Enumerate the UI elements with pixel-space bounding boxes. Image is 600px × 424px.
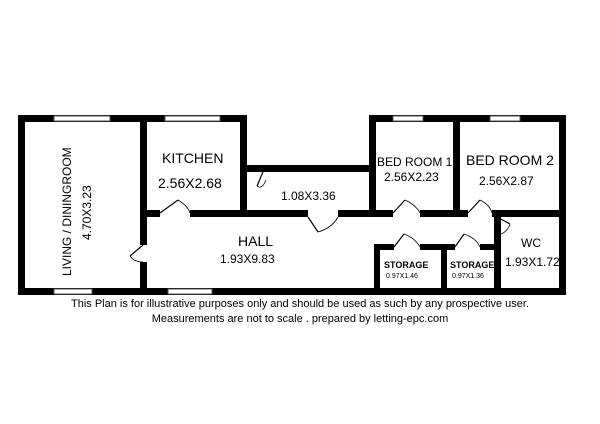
window-living-top bbox=[53, 115, 111, 122]
door-bed2-leaf bbox=[467, 199, 481, 214]
storage1-top-wall-b bbox=[420, 244, 447, 250]
outer-wall-top-right bbox=[369, 115, 566, 122]
corridor-top-wall bbox=[247, 165, 376, 172]
wc-name: WC bbox=[521, 236, 541, 250]
door-living-leaf bbox=[129, 244, 144, 257]
door-corridor-bottom-swing bbox=[317, 216, 339, 233]
window-living-bottom bbox=[53, 288, 93, 295]
door-kitchen-swing bbox=[177, 199, 191, 214]
corridor-size: 1.08X3.36 bbox=[281, 189, 336, 203]
door-wc-swing bbox=[496, 223, 511, 237]
door-kitchen-leaf bbox=[159, 199, 179, 214]
storage2-size: 0.97X1.36 bbox=[452, 273, 484, 280]
windows bbox=[53, 115, 521, 295]
storage1-size: 0.97X1.46 bbox=[386, 273, 418, 280]
outer-wall-left bbox=[18, 115, 25, 295]
kitchen-size: 2.56X2.68 bbox=[158, 175, 222, 191]
living-room-size: 4.70X3.23 bbox=[80, 185, 94, 240]
window-hall-bottom bbox=[167, 288, 213, 295]
window-bed1-top bbox=[392, 115, 424, 122]
bed1-bed2-wall bbox=[453, 115, 460, 217]
bed1-name: BED ROOM 1 bbox=[377, 155, 453, 169]
bed1-size: 2.56X2.23 bbox=[384, 170, 439, 184]
doors bbox=[129, 171, 511, 263]
door-storage1-swing bbox=[403, 233, 421, 248]
door-corridor-bottom-leaf bbox=[307, 216, 319, 233]
storage-divider-wall bbox=[441, 244, 447, 295]
wc-size: 1.93X1.72 bbox=[505, 255, 560, 269]
storage1-top-wall bbox=[374, 244, 394, 250]
door-storage2-leaf bbox=[454, 233, 465, 248]
window-bed2-top bbox=[489, 115, 521, 122]
window-kitchen-top bbox=[164, 115, 221, 122]
storage-left-wall bbox=[374, 244, 380, 295]
hall-top-wall-d bbox=[420, 210, 468, 217]
living-kitchen-wall bbox=[140, 115, 147, 245]
door-bed1-swing bbox=[404, 199, 421, 214]
room-labels: LIVING / DININGROOM 4.70X3.23 KITCHEN 2.… bbox=[60, 147, 560, 280]
kitchen-right-wall bbox=[240, 115, 247, 217]
door-wc-leaf bbox=[496, 216, 511, 225]
kitchen-name: KITCHEN bbox=[162, 150, 223, 166]
corridor-stub bbox=[247, 165, 263, 172]
disclaimer-line-2: Measurements are not to scale . prepared… bbox=[151, 313, 449, 325]
storage2-top-wall bbox=[441, 244, 455, 250]
hall-top-wall-c bbox=[338, 210, 393, 217]
hall-top-wall-e bbox=[492, 210, 566, 217]
living-room-name: LIVING / DININGROOM bbox=[60, 147, 74, 276]
bed2-size: 2.56X2.87 bbox=[479, 174, 534, 188]
hall-top-wall-a bbox=[140, 210, 160, 217]
door-corridor-swing bbox=[256, 179, 267, 188]
hall-top-wall-b bbox=[190, 210, 308, 217]
outer-wall-top-left bbox=[18, 115, 247, 122]
wc-left-wall bbox=[494, 217, 501, 295]
door-storage1-leaf bbox=[393, 233, 405, 248]
bed2-name: BED ROOM 2 bbox=[466, 152, 554, 168]
door-storage2-swing bbox=[463, 233, 481, 248]
hall-size: 1.93X9.83 bbox=[220, 252, 275, 266]
outer-wall-bottom bbox=[18, 288, 566, 295]
door-living-swing bbox=[129, 255, 144, 263]
hall-name: HALL bbox=[238, 233, 273, 249]
door-bed2-swing bbox=[479, 199, 493, 214]
storage2-top-wall-b bbox=[480, 244, 501, 250]
storage2-name: STORAGE bbox=[450, 260, 494, 270]
bed1-left-wall bbox=[369, 115, 376, 217]
walls bbox=[18, 115, 566, 295]
door-bed1-leaf bbox=[392, 199, 406, 214]
outer-wall-right bbox=[559, 115, 566, 295]
door-corridor-leaf bbox=[256, 171, 264, 187]
living-hall-wall bbox=[140, 262, 147, 295]
storage1-name: STORAGE bbox=[384, 260, 428, 270]
disclaimer-line-1: This Plan is for illustrative purposes o… bbox=[71, 298, 529, 310]
